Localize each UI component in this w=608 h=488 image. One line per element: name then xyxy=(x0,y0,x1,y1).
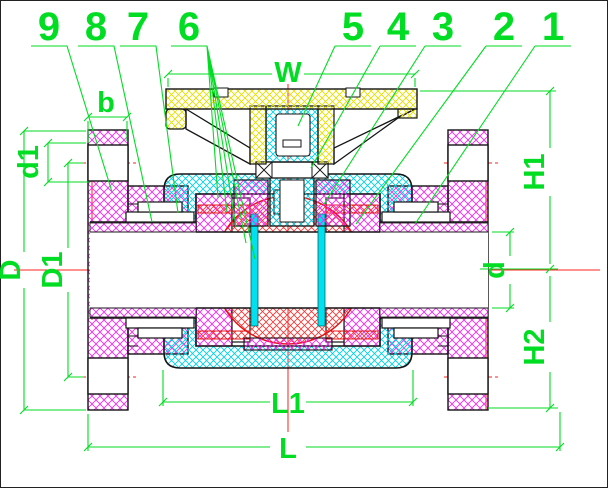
callout-4: 4 xyxy=(387,5,410,49)
right-gland xyxy=(315,179,351,227)
dim-label-h1: H1 xyxy=(519,153,551,190)
handle-hub-right xyxy=(317,105,335,165)
stem-slot xyxy=(282,139,302,148)
body-bottom-plate xyxy=(243,337,333,351)
handle xyxy=(165,87,418,165)
dim-label-l: L xyxy=(279,433,297,465)
dim-label-d: d xyxy=(479,261,511,279)
right-flange-bolt-hole-top xyxy=(447,144,489,182)
dim-label-D: D xyxy=(0,260,27,281)
callout-6: 6 xyxy=(178,5,200,49)
handle-bar xyxy=(165,88,418,110)
dim-label-w: W xyxy=(274,57,302,89)
callout-8: 8 xyxy=(85,5,107,49)
handle-hub-left xyxy=(249,105,267,165)
callout-1: 1 xyxy=(542,5,564,49)
right-thread-top xyxy=(381,211,451,223)
left-thread-top xyxy=(125,211,195,223)
dim-label-D1: D1 xyxy=(37,251,69,288)
dimension-lines xyxy=(19,45,571,452)
stem-window xyxy=(275,113,311,157)
right-flange-bolt-hole-bottom xyxy=(447,357,489,395)
seal-rows xyxy=(197,204,379,340)
dimension-labels: 9 8 7 6 5 4 3 2 1 W b d1 D D1 d H1 H2 L1… xyxy=(0,5,564,465)
callout-9: 9 xyxy=(38,5,60,49)
dim-label-b: b xyxy=(97,87,115,119)
dim-label-d1: d1 xyxy=(13,145,45,179)
callout-3: 3 xyxy=(432,5,454,49)
left-gland xyxy=(233,179,269,227)
right-pipe-stub xyxy=(379,201,489,339)
callout-5: 5 xyxy=(342,5,364,49)
callout-7: 7 xyxy=(127,5,149,49)
left-pipe-stub xyxy=(89,201,197,339)
left-thread-bottom xyxy=(125,317,195,329)
dim-label-l1: L1 xyxy=(271,388,305,420)
left-flange-bolt-hole-bottom xyxy=(87,357,129,395)
left-flange-bolt-hole-top xyxy=(87,144,129,182)
dim-label-h2: H2 xyxy=(519,328,551,365)
right-thread-bottom xyxy=(381,317,451,329)
callout-2: 2 xyxy=(493,5,515,49)
